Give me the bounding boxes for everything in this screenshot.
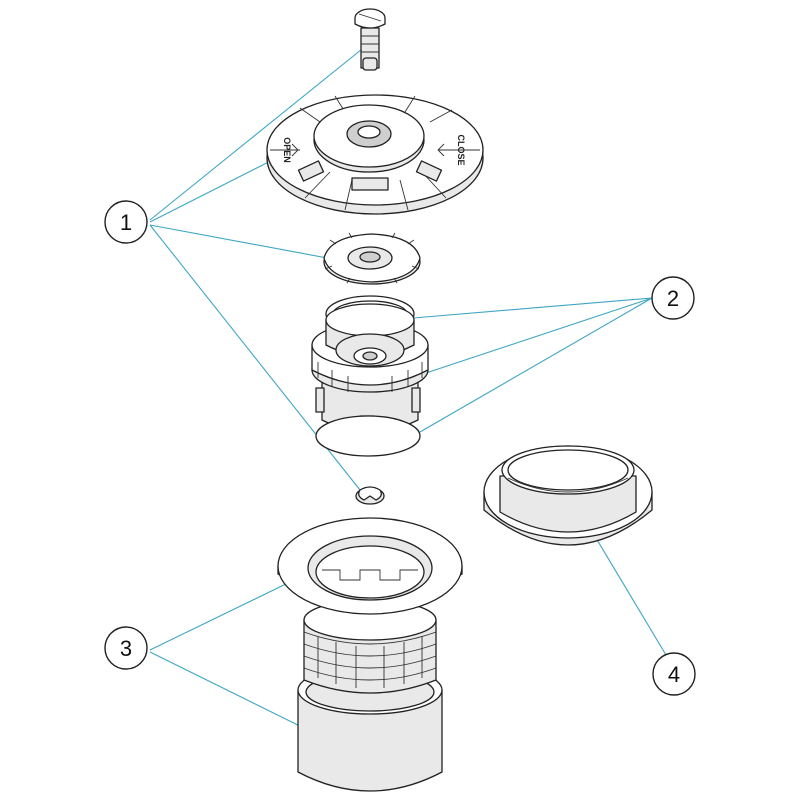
callout-3: 3 [104,626,148,670]
leader-3-pipe [149,651,319,736]
callout-1-label: 1 [120,210,132,235]
valve-body-part [311,303,429,439]
leader-2-oring [412,297,653,319]
adapter-ring-part [483,445,653,546]
callout-1: 1 [104,200,148,244]
leader-2-body [419,297,653,376]
close-arrow-icon [437,143,450,157]
callout-4: 4 [652,652,696,696]
leader-1-screw [149,44,368,221]
callout-3-label: 3 [120,636,132,661]
cap-part [323,232,421,285]
cover-part: OPEN CLOSE [266,94,484,215]
screw-part [354,8,386,71]
clip-part [355,486,385,505]
housing-part [277,517,463,792]
callout-4-label: 4 [668,662,680,687]
open-arrow-icon [286,143,299,157]
cover-close-label: CLOSE [456,134,466,165]
leader-2-gasket [419,297,653,433]
callout-2: 2 [651,276,695,320]
leader-3-flange [149,581,291,651]
gasket-part [315,415,421,457]
callout-2-label: 2 [667,286,679,311]
leader-1-cap [149,224,339,261]
